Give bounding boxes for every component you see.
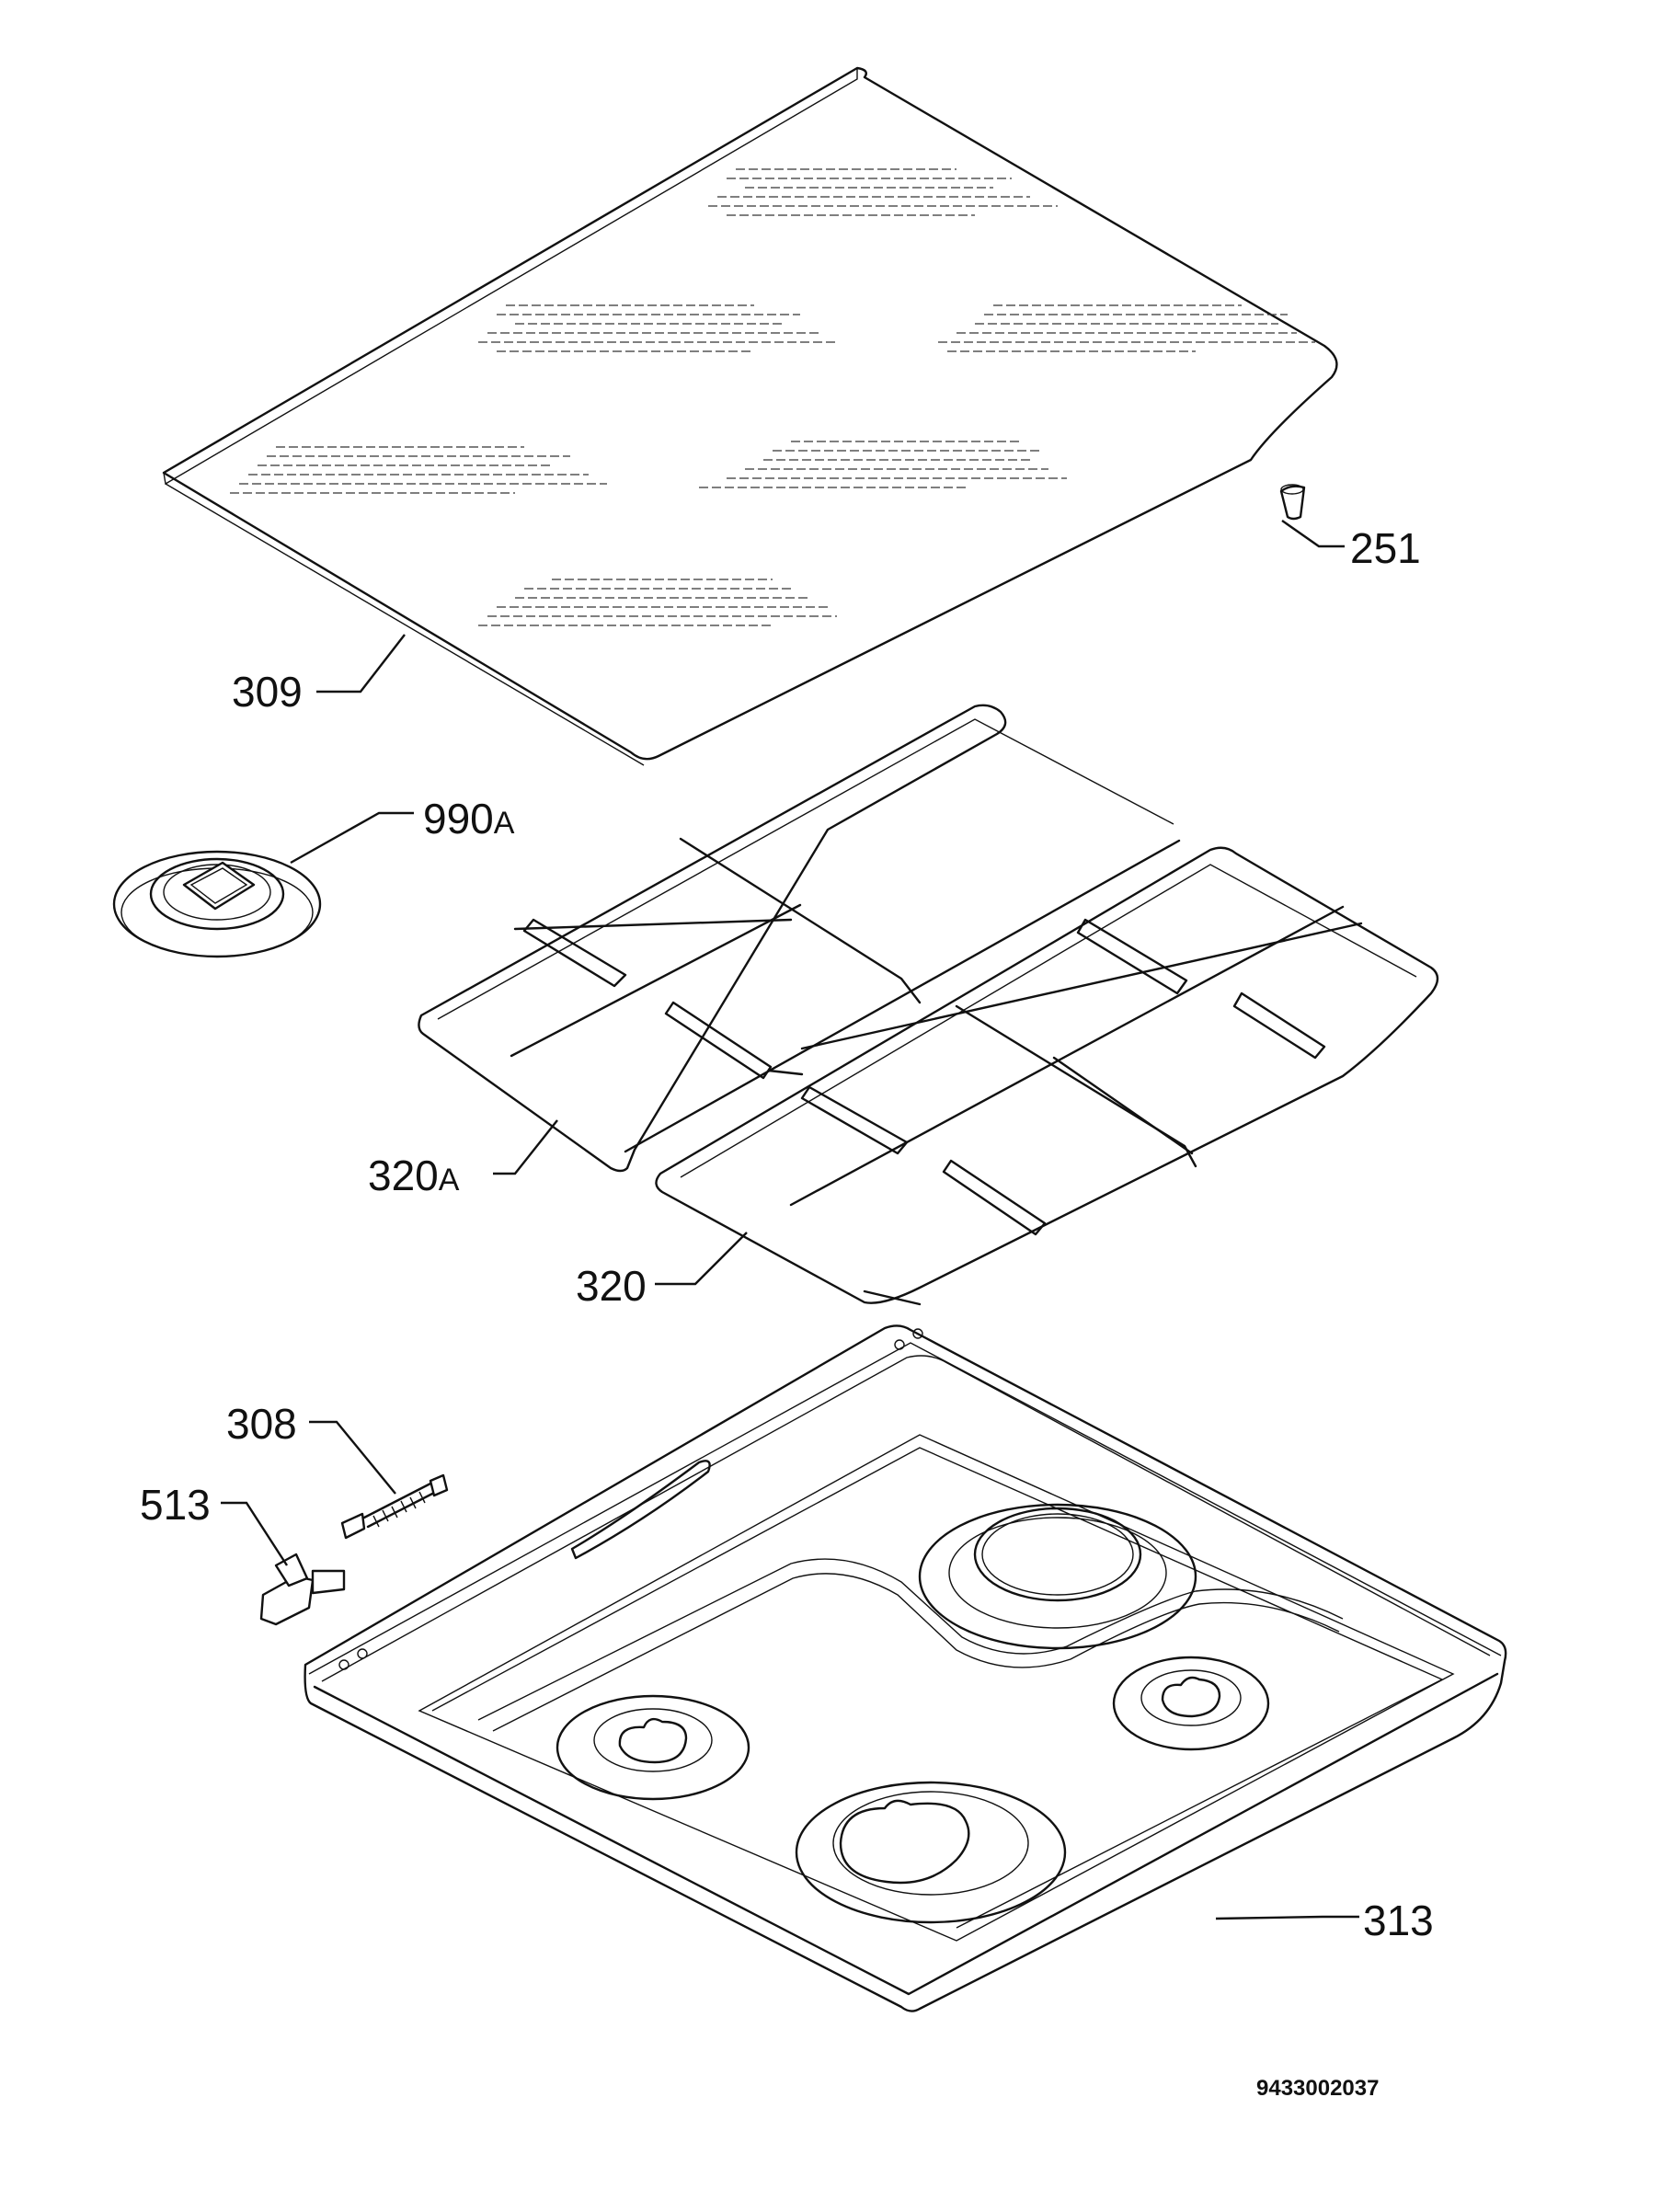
callout-309: 309 — [232, 668, 303, 716]
callout-990a: 990A — [423, 795, 515, 842]
drawing-number: 9433002037 — [1256, 2076, 1379, 2101]
callout-513: 513 — [140, 1481, 211, 1529]
part-513-clip — [259, 1553, 346, 1626]
callout-320: 320 — [576, 1262, 647, 1310]
leader-lines — [221, 520, 1359, 1920]
part-308-spring — [340, 1473, 449, 1540]
glass-reflection-hatching — [230, 168, 1315, 626]
callout-251: 251 — [1350, 524, 1421, 572]
callout-labels: 309 251 990A 320A 320 308 513 313 943300… — [140, 524, 1434, 2101]
part-320a-pan-support — [418, 704, 1181, 1173]
part-990a-seal — [112, 850, 322, 958]
callout-313: 313 — [1363, 1897, 1434, 1944]
part-313-hob-top — [304, 1324, 1507, 2012]
part-309-glass-lid — [162, 66, 1338, 766]
part-251-plug — [1279, 484, 1306, 521]
callout-320a: 320A — [368, 1152, 460, 1199]
callout-308: 308 — [226, 1400, 297, 1448]
part-320-pan-support — [655, 846, 1439, 1306]
